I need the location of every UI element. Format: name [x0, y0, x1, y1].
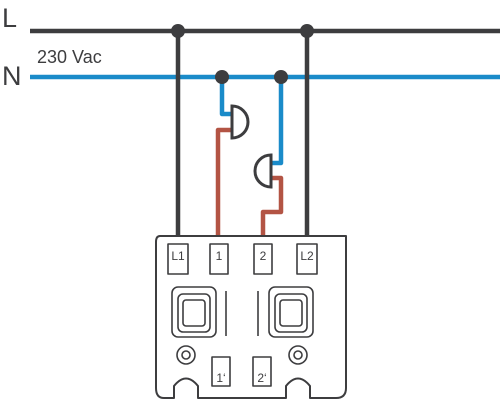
terminal-1-prime-label: 1‘: [216, 371, 225, 385]
neutral-wire-lamp-1: [219, 77, 232, 117]
terminal-1: [209, 243, 229, 275]
voltage-label: 230 Vac: [37, 47, 102, 67]
terminal-1-label: 1: [216, 249, 223, 263]
terminal-1-prime: [211, 356, 231, 387]
terminal-l2-label: L2: [300, 249, 314, 263]
screw-right-icon: [288, 345, 308, 365]
neutral-rail-label: N: [2, 61, 22, 91]
junction-phase-l1: [171, 24, 185, 38]
terminal-2-prime-label: 2‘: [257, 371, 266, 385]
neutral-wire-lamp-2: [271, 77, 284, 166]
terminal-2-label: 2: [260, 249, 267, 263]
terminal-l1: [167, 243, 189, 275]
rocker-right: [268, 286, 314, 338]
junction-phase-l2: [300, 24, 314, 38]
terminal-l2: [296, 243, 318, 275]
junction-neutral-lamp-1: [215, 70, 229, 84]
lamp-1-icon: [230, 104, 250, 140]
screw-left-icon: [176, 345, 196, 365]
terminal-2-prime: [252, 356, 272, 387]
switched-wire-1: [215, 127, 232, 236]
terminal-2: [253, 243, 273, 275]
terminal-l1-label: L1: [171, 249, 185, 263]
switched-wire-2: [260, 175, 284, 236]
switch-body: [155, 235, 347, 399]
rocker-left: [171, 286, 217, 338]
phase-rail-label: L: [2, 3, 17, 33]
junction-neutral-lamp-2: [274, 70, 288, 84]
lamp-2-icon: [253, 153, 273, 189]
